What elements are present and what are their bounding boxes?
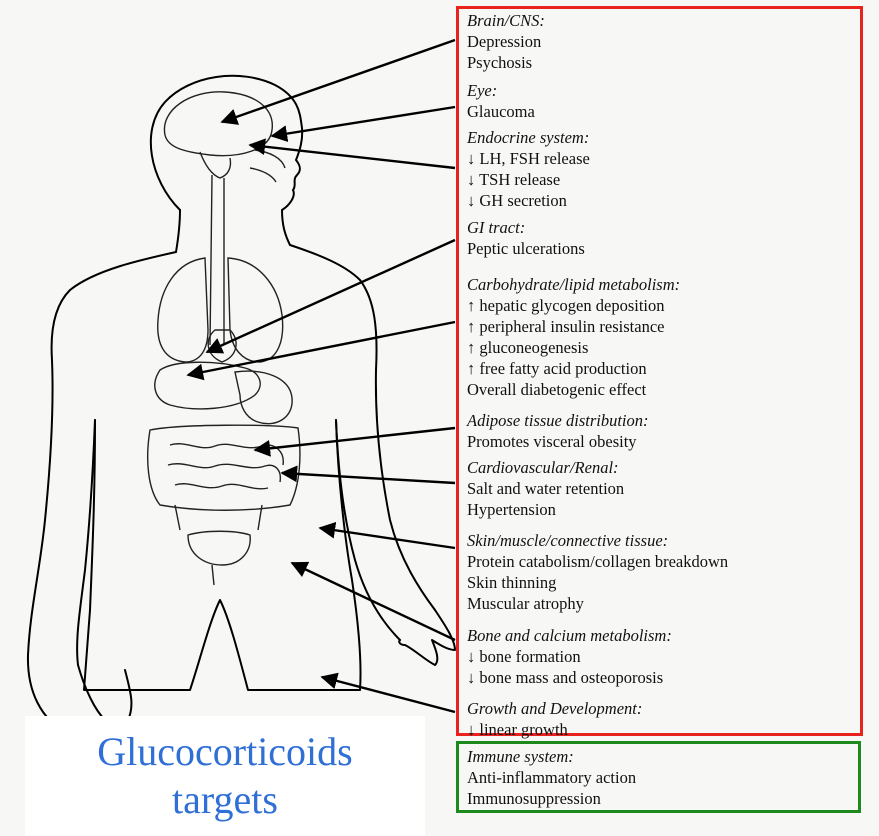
stomach — [235, 371, 292, 424]
section-item: Protein catabolism/collagen breakdown — [467, 551, 728, 572]
section-item: ↓ LH, FSH release — [467, 148, 590, 169]
section-item: ↑ hepatic glycogen deposition — [467, 295, 680, 316]
section-item: Immunosuppression — [467, 788, 636, 809]
body-outline — [28, 76, 455, 739]
section-item: ↑ free fatty acid production — [467, 358, 680, 379]
section-item: ↑ gluconeogenesis — [467, 337, 680, 358]
section-item: Psychosis — [467, 52, 545, 73]
section-endocrine: Endocrine system: ↓ LH, FSH release ↓ TS… — [467, 127, 590, 211]
title-line-1: Glucocorticoids — [25, 728, 425, 776]
arrow-adipose — [255, 428, 455, 450]
liver — [155, 362, 260, 409]
section-heading: Eye: — [467, 80, 535, 101]
section-item: Glaucoma — [467, 101, 535, 122]
section-immune: Immune system: Anti-inflammatory action … — [467, 746, 636, 809]
section-item: ↓ GH secretion — [467, 190, 590, 211]
section-heading: Brain/CNS: — [467, 10, 545, 31]
section-heading: Bone and calcium metabolism: — [467, 625, 672, 646]
section-growth: Growth and Development: ↓ linear growth — [467, 698, 642, 740]
section-skin: Skin/muscle/connective tissue: Protein c… — [467, 530, 728, 614]
section-item: Hypertension — [467, 499, 624, 520]
section-heading: Endocrine system: — [467, 127, 590, 148]
section-heading: Adipose tissue distribution: — [467, 410, 649, 431]
section-item: ↓ bone formation — [467, 646, 672, 667]
section-item: ↓ bone mass and osteoporosis — [467, 667, 672, 688]
section-brain: Brain/CNS: Depression Psychosis — [467, 10, 545, 73]
arrow-brain — [222, 40, 455, 122]
section-item: ↑ peripheral insulin resistance — [467, 316, 680, 337]
section-adipose: Adipose tissue distribution: Promotes vi… — [467, 410, 649, 452]
section-heading: GI tract: — [467, 217, 585, 238]
arrow-skin — [320, 528, 455, 548]
section-item: Promotes visceral obesity — [467, 431, 649, 452]
section-carb: Carbohydrate/lipid metabolism: ↑ hepatic… — [467, 274, 680, 400]
arrow-gi — [207, 240, 455, 352]
legs-outline — [84, 420, 361, 690]
section-item: ↓ TSH release — [467, 169, 590, 190]
section-item: Skin thinning — [467, 572, 728, 593]
section-item: Muscular atrophy — [467, 593, 728, 614]
section-item: Salt and water retention — [467, 478, 624, 499]
organs — [148, 92, 300, 585]
section-heading: Cardiovascular/Renal: — [467, 457, 624, 478]
section-eye: Eye: Glaucoma — [467, 80, 535, 122]
section-item: Overall diabetogenic effect — [467, 379, 680, 400]
trachea — [210, 175, 224, 345]
arrow-cardio — [282, 473, 455, 483]
section-heading: Skin/muscle/connective tissue: — [467, 530, 728, 551]
section-cardio: Cardiovascular/Renal: Salt and water ret… — [467, 457, 624, 520]
section-item: Depression — [467, 31, 545, 52]
left-lung — [158, 258, 208, 362]
slide-title: Glucocorticoids targets — [25, 728, 425, 824]
section-heading: Immune system: — [467, 746, 636, 767]
small-intestine — [168, 444, 283, 489]
arrow-bone — [292, 563, 455, 640]
title-line-2: targets — [25, 776, 425, 824]
section-item: ↓ linear growth — [467, 719, 642, 740]
bladder — [188, 531, 250, 565]
arrow-growth — [322, 677, 455, 712]
section-heading: Carbohydrate/lipid metabolism: — [467, 274, 680, 295]
section-item: Peptic ulcerations — [467, 238, 585, 259]
arrow-endocrine — [250, 145, 455, 168]
section-gi: GI tract: Peptic ulcerations — [467, 217, 585, 259]
section-item: Anti-inflammatory action — [467, 767, 636, 788]
section-heading: Growth and Development: — [467, 698, 642, 719]
arrows — [188, 40, 455, 712]
section-bone: Bone and calcium metabolism: ↓ bone form… — [467, 625, 672, 688]
